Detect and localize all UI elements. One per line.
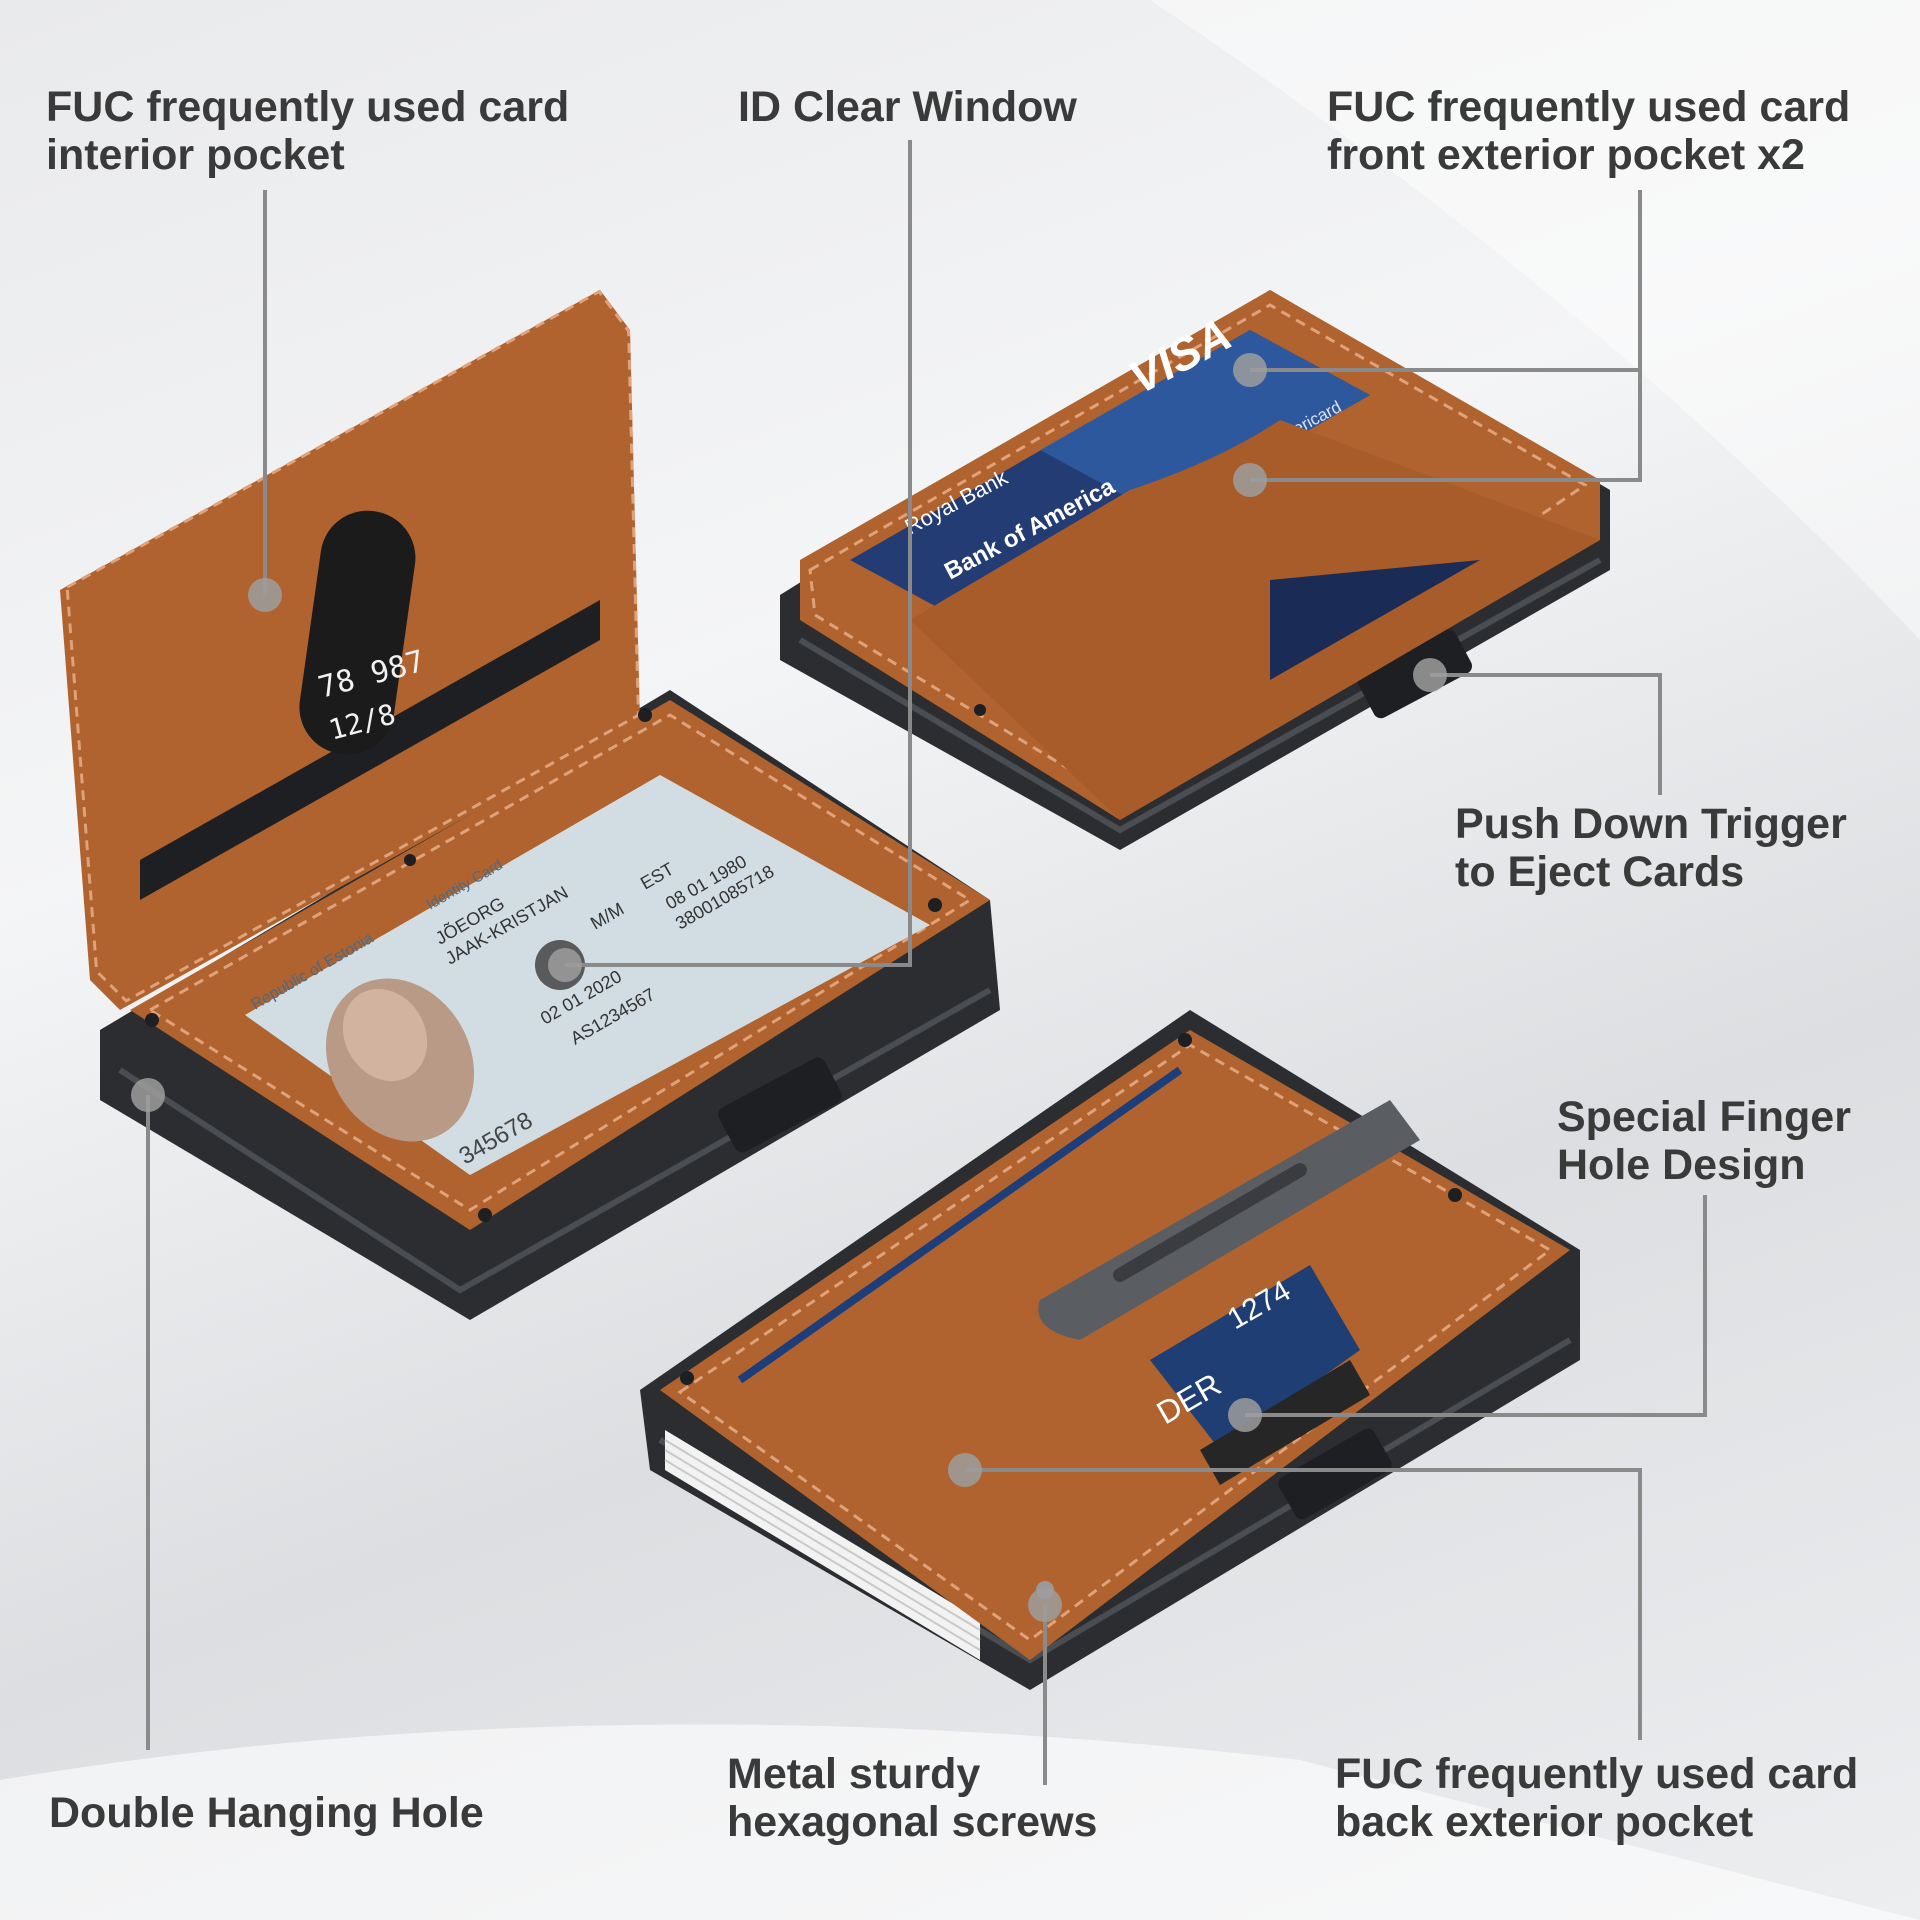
callout-dot	[548, 948, 582, 982]
background-swoosh	[1150, 0, 1920, 640]
back-leather	[660, 1030, 1570, 1660]
label-line: Special Finger	[1557, 1093, 1851, 1141]
callout-id-window	[565, 140, 912, 967]
callout-dot	[1028, 1588, 1062, 1622]
label-trigger: Push Down Trigger to Eject Cards	[1455, 800, 1847, 896]
label-hanging-hole: Double Hanging Hole	[49, 1789, 484, 1837]
callout-trigger	[1430, 673, 1662, 795]
screw	[638, 708, 652, 722]
callout-lines	[146, 140, 1707, 1785]
label-line: ID Clear Window	[738, 83, 1077, 131]
screw	[404, 854, 416, 866]
label-line: FUC frequently used card	[1335, 1750, 1859, 1798]
money-clip	[1038, 1100, 1420, 1340]
label-line: interior pocket	[46, 131, 345, 179]
label-line: back exterior pocket	[1335, 1798, 1754, 1846]
finger-hole-strap	[1200, 1360, 1370, 1485]
push-trigger	[718, 1057, 842, 1153]
push-trigger	[1278, 1428, 1392, 1520]
back-pocket-card	[1150, 1265, 1360, 1450]
open-wallet: 78 987 12/8 Republic of Estonia Identity…	[60, 289, 1000, 1320]
screw	[1178, 1033, 1192, 1047]
label-front-pocket: FUC frequently used card front exterior …	[1327, 83, 1850, 179]
screw	[145, 1013, 159, 1027]
callout-front-pocket-2	[1250, 370, 1642, 482]
label-line: to Eject Cards	[1455, 848, 1745, 896]
callout-dot	[131, 1078, 165, 1112]
label-id-window: ID Clear Window	[738, 83, 1077, 131]
label-screws: Metal sturdy hexagonal screws	[727, 1750, 1097, 1846]
callout-dot	[1233, 353, 1267, 387]
label-interior-pocket: FUC frequently used card interior pocket	[46, 83, 569, 179]
screw	[680, 1371, 694, 1385]
back-wallet: DER 1274	[640, 1010, 1580, 1690]
screw	[974, 704, 986, 716]
label-line: FUC frequently used card	[46, 83, 570, 131]
callout-finger-hole	[1245, 1195, 1707, 1417]
label-line: front exterior pocket x2	[1327, 131, 1805, 179]
label-line: Push Down Trigger	[1455, 800, 1847, 848]
callout-dot	[948, 1453, 982, 1487]
label-finger-hole: Special Finger Hole Design	[1557, 1093, 1851, 1189]
screw	[928, 898, 942, 912]
callout-dot	[1413, 658, 1447, 692]
front-wallet: VISA Royal Bank Bank of America BankAmer…	[780, 290, 1610, 850]
screw	[1448, 1188, 1462, 1202]
label-back-pocket: FUC frequently used card back exterior p…	[1335, 1750, 1858, 1846]
label-line: Double Hanging Hole	[49, 1789, 484, 1837]
label-line: FUC frequently used card	[1327, 83, 1851, 131]
callout-dot	[1233, 463, 1267, 497]
callout-dots	[131, 353, 1447, 1622]
callout-dot	[248, 578, 282, 612]
callout-dot	[1228, 1398, 1262, 1432]
background-swoosh	[0, 1724, 1920, 1920]
screw	[478, 1208, 492, 1222]
interior-card-window	[299, 510, 416, 755]
label-line: hexagonal screws	[727, 1798, 1098, 1846]
label-line: Hole Design	[1557, 1141, 1806, 1189]
front-pocket	[910, 420, 1600, 820]
label-line: Metal sturdy	[727, 1750, 981, 1798]
callout-back-pocket	[965, 1468, 1642, 1740]
